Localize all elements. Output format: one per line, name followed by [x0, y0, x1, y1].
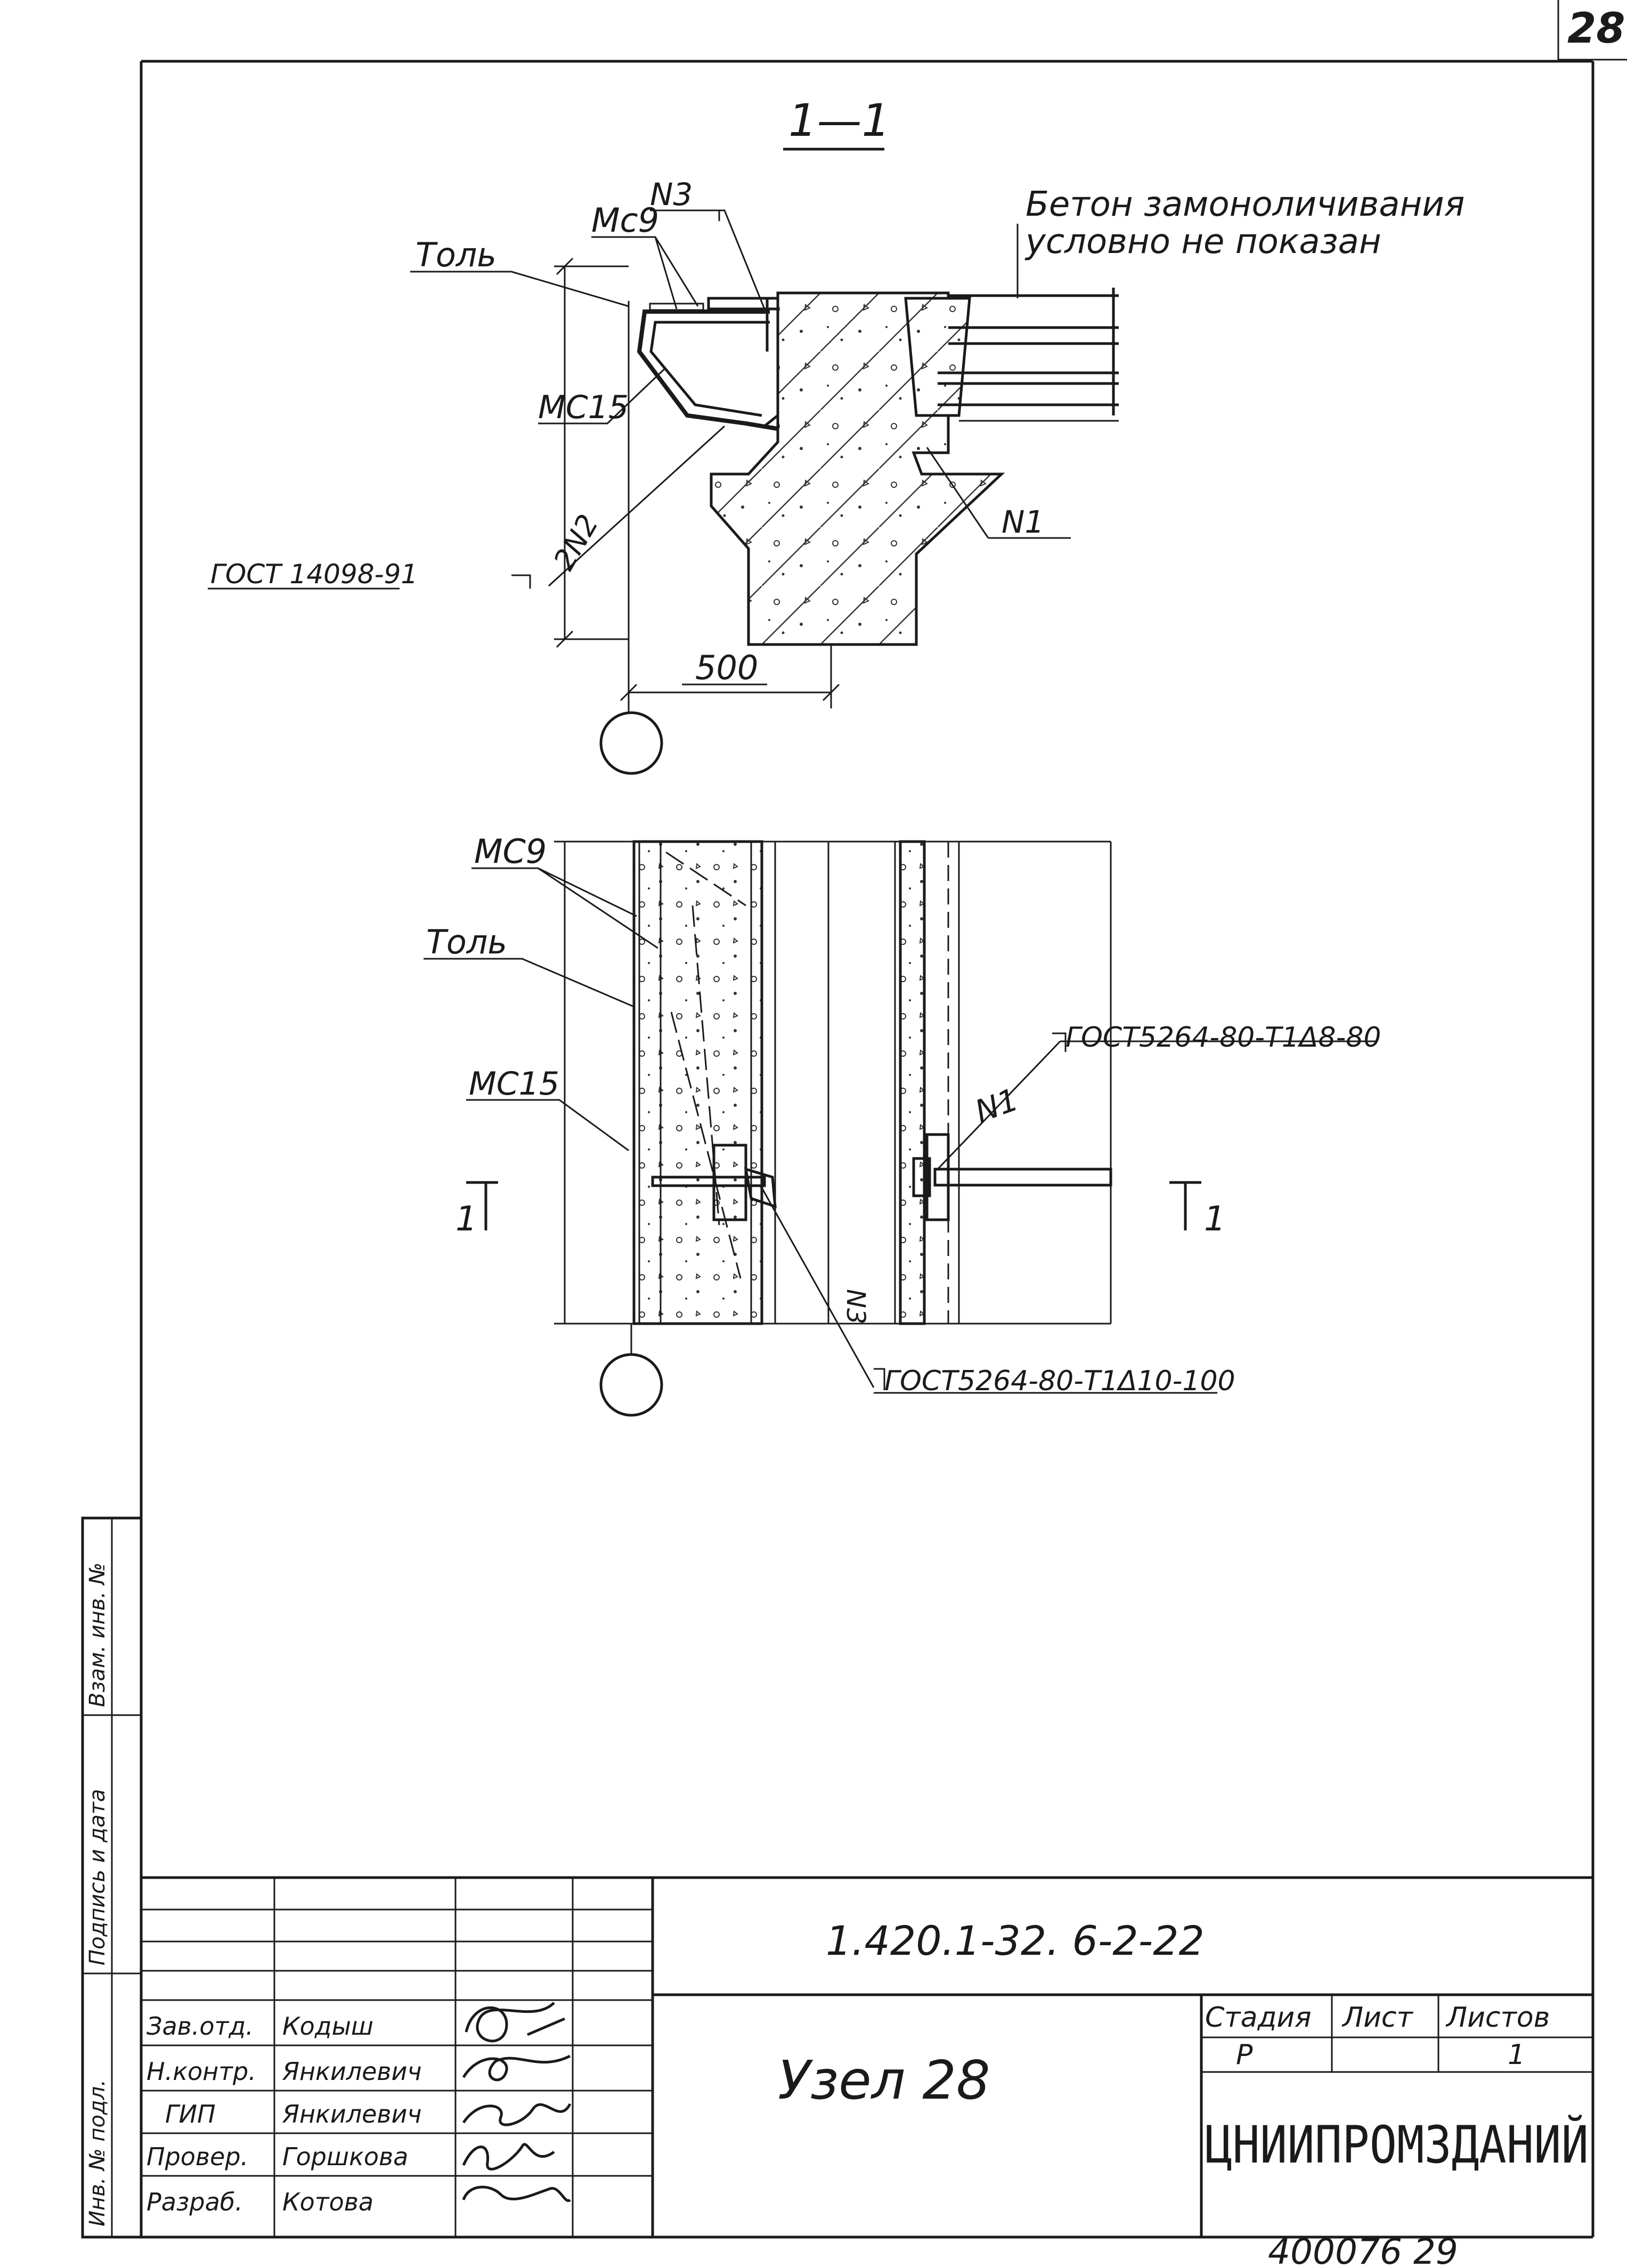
label-tol-bottom: Толь [426, 923, 507, 961]
stamp-signature-date: Подпись и дата [85, 1789, 110, 1965]
row-role-1: Н.контр. [147, 2057, 256, 2086]
cut-label-right: 1 [1204, 1200, 1226, 1239]
cut-mark-right [1169, 1181, 1201, 1230]
side-stamp: Инв. № подл. Подпись и дата Взам. инв. № [81, 1516, 143, 2239]
row-role-2: ГИП [165, 2100, 216, 2128]
row-name-4: Котова [282, 2188, 373, 2216]
row-name-3: Горшкова [282, 2142, 408, 2171]
section-1-1: 1—1 500 Mc9 N3 [208, 94, 1465, 775]
stamp-replace-inv: Взам. инв. № [85, 1562, 110, 1707]
header-stage: Стадия [1205, 2002, 1312, 2034]
label-gost-weld-8-80: ГОСТ5264-80-Т1Δ8-80 [1065, 1022, 1381, 1054]
axis-bubble-top [599, 711, 663, 775]
hollow-slab [938, 294, 1119, 406]
row-role-0: Зав.отд. [147, 2012, 254, 2041]
label-mc9-top: Mc9 [591, 201, 659, 240]
row-name-0: Кодыш [282, 2012, 373, 2041]
note-concrete-line1: Бетон замоноличивания [1026, 185, 1465, 224]
row-role-4: Разраб. [147, 2188, 243, 2216]
title-block: 1.420.1-32. 6-2-22 Узел 28 Стадия Лист Л… [141, 1876, 1593, 2237]
value-sheets: 1 [1508, 2039, 1525, 2071]
label-gost-weld-10-100: ГОСТ5264-80-Т1Δ10-100 [884, 1365, 1235, 1397]
slab-left-part [904, 297, 971, 417]
sheet-number: 28 [1567, 5, 1625, 53]
row-name-1: Янкилевич [282, 2057, 422, 2086]
right-panel [899, 840, 926, 1325]
organization: ЦНИИПРОМЗДАНИЙ [1205, 2115, 1589, 2175]
dimension-500: 500 [695, 648, 758, 687]
drawing-name: Узел 28 [778, 2049, 990, 2111]
axis-bubble-bottom [599, 1353, 663, 1417]
label-n3-top: N3 [650, 176, 693, 213]
label-gost-14098: ГОСТ 14098-91 [210, 559, 418, 590]
label-mc15-bottom: MC15 [469, 1065, 559, 1103]
joint-concrete [632, 840, 763, 1325]
channel-mc15 [637, 309, 778, 431]
stamp-inv-no: Инв. № подл. [85, 2079, 110, 2226]
signatures [462, 2002, 572, 2202]
row-role-3: Провер. [147, 2142, 248, 2171]
label-mc15-top: MC15 [538, 389, 629, 426]
label-n3-bottom: N3 [841, 1289, 871, 1324]
label-mc9-bottom: MC9 [474, 832, 547, 871]
header-sheets: Листов [1445, 2002, 1550, 2034]
archive-number: 400076 29 [1268, 2231, 1458, 2268]
elevation-view: 1 1 MC9 Толь MC15 N1 ГОСТ5264-80-Т1Δ8-80… [424, 832, 1381, 1417]
plate-mc9 [707, 297, 779, 311]
header-sheet: Лист [1341, 2002, 1413, 2034]
row-name-2: Янкилевич [282, 2100, 422, 2128]
value-stage: Р [1236, 2039, 1253, 2071]
doc-code: 1.420.1-32. 6-2-22 [826, 1917, 1205, 1964]
note-concrete-line2: условно не показан [1024, 222, 1381, 262]
section-title: 1—1 [788, 94, 890, 146]
cut-label-left: 1 [455, 1200, 477, 1239]
label-n1-top: N1 [1002, 504, 1044, 540]
label-tol-top: Толь [416, 235, 497, 274]
